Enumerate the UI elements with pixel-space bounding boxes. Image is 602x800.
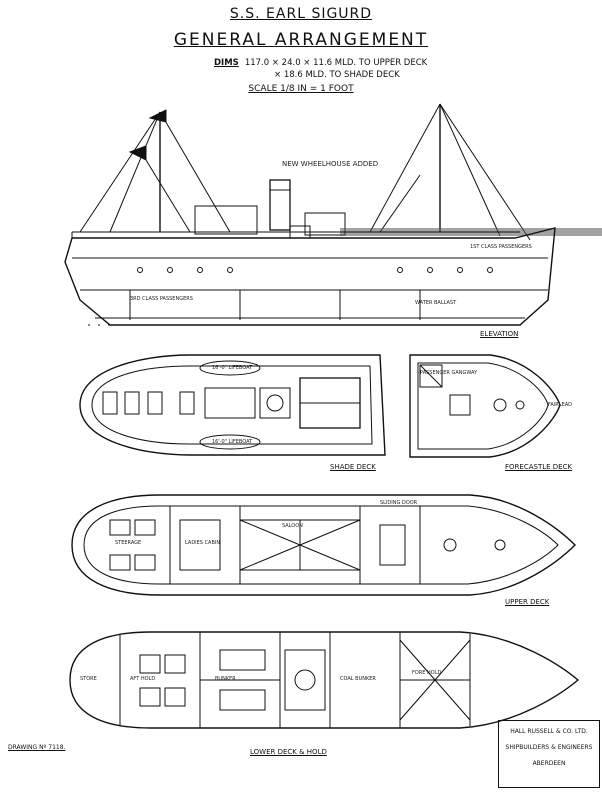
dims-label: DIMS — [214, 58, 239, 68]
note-bunker: BUNKER — [215, 676, 236, 682]
dimensions-block: DIMS 117.0 × 24.0 × 11.6 MLD. TO UPPER DE… — [214, 57, 427, 81]
shade-deck-view — [79, 354, 386, 456]
note-saloon: SALOON — [282, 523, 303, 529]
forecastle-deck-view — [409, 354, 561, 458]
note-fairlead: FAIRLEAD — [548, 402, 573, 408]
title-block-trade: SHIPBUILDERS & ENGINEERS — [505, 744, 593, 751]
note-water-ballast: WATER BALLAST — [415, 300, 457, 306]
label-shade-deck: SHADE DECK — [330, 463, 376, 471]
note-first-class: 1ST CLASS PASSENGERS — [470, 244, 532, 250]
note-sliding-door: SLIDING DOOR — [380, 500, 418, 506]
note-lifeboat-1: 16'-0" LIFEBOAT — [212, 365, 253, 371]
note-fore-hold: FORE HOLD — [412, 670, 442, 676]
note-steerage: STEERAGE — [115, 540, 142, 546]
title-block-firm: HALL RUSSELL & CO. LTD. — [510, 728, 588, 735]
lifeboat-shape — [199, 434, 261, 450]
label-elevation: ELEVATION — [480, 330, 519, 338]
note-new-wheelhouse: NEW WHEELHOUSE ADDED — [282, 160, 379, 168]
scale-note: SCALE 1/8 IN = 1 FOOT — [248, 84, 354, 94]
elevation-view — [64, 103, 602, 326]
lower-deck-view — [69, 631, 580, 729]
note-third-class: 3RD CLASS PASSENGERS — [130, 296, 193, 302]
label-upper-deck: UPPER DECK — [505, 598, 550, 606]
drawing-number: DRAWING Nº 7118. — [8, 744, 66, 751]
label-lower-deck: LOWER DECK & HOLD — [250, 748, 327, 756]
note-coal-bunker: COAL BUNKER — [340, 676, 376, 682]
dims-line-2: × 18.6 MLD. TO SHADE DECK — [274, 70, 400, 80]
title-block-place: ABERDEEN — [532, 760, 566, 767]
label-forecastle-deck: FORECASTLE DECK — [505, 463, 573, 471]
lifeboat-shape — [199, 360, 261, 376]
dims-line-1: 117.0 × 24.0 × 11.6 MLD. TO UPPER DECK — [244, 58, 428, 68]
upper-deck-view — [71, 494, 576, 596]
note-ladies-cabin: LADIES CABIN — [185, 540, 221, 546]
note-passenger-gangway: PASSENGER GANGWAY — [420, 370, 478, 376]
title-block: HALL RUSSELL & CO. LTD. SHIPBUILDERS & E… — [498, 720, 600, 788]
note-aft-hold: AFT HOLD — [130, 676, 156, 682]
note-store: STORE — [80, 676, 97, 682]
ship-name: S.S. EARL SIGURD — [229, 6, 373, 22]
drawing-heading: GENERAL ARRANGEMENT — [173, 30, 429, 50]
note-lifeboat-2: 16'-0" LIFEBOAT — [212, 439, 253, 445]
